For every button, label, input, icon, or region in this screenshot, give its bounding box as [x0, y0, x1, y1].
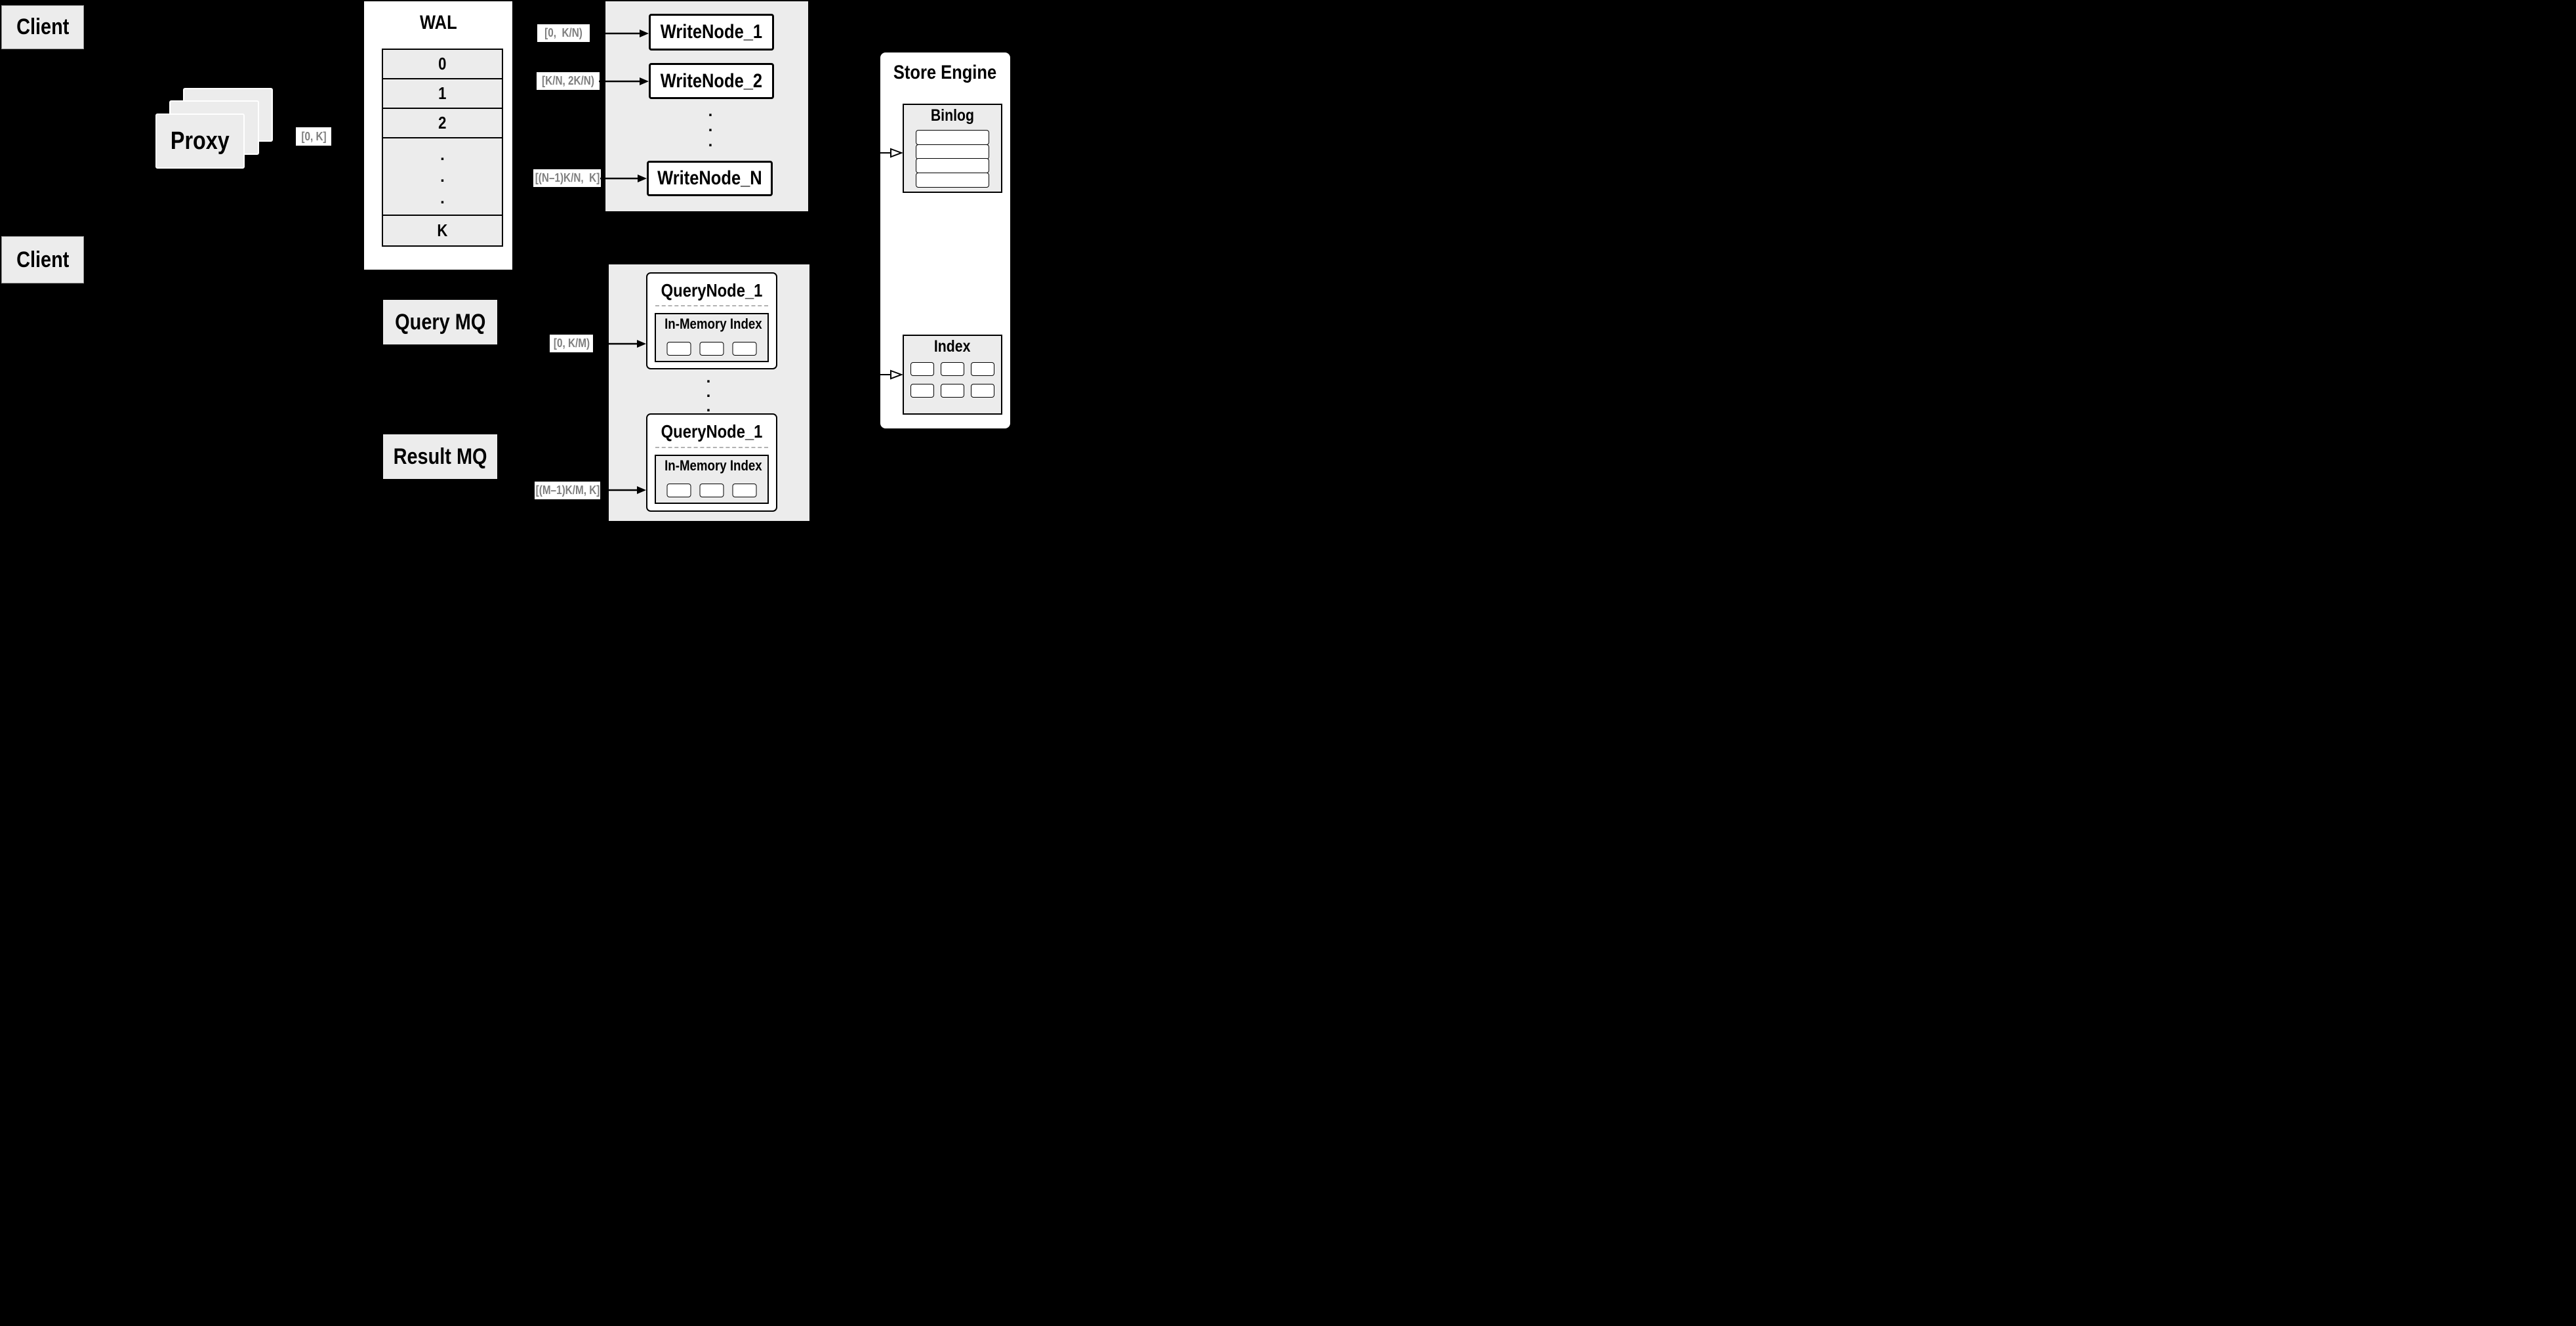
wal-title: WAL: [419, 12, 457, 33]
proxy-box: Proxy: [155, 114, 245, 169]
client-bottom-label: Client: [16, 247, 70, 272]
querynode-2-cells: [666, 484, 757, 497]
range-label-querynode-1: [0, K/M): [550, 335, 593, 352]
querynode-2-title-row: QueryNode_1: [647, 421, 776, 442]
client-bottom-box: Client: [1, 236, 84, 283]
range-label-querynode-1-text: [0, K/M): [553, 337, 590, 350]
store-engine-container: Store Engine Binlog Index: [879, 51, 1012, 430]
writenode-n-label: WriteNode_N: [657, 167, 762, 189]
index-cell: [941, 362, 964, 376]
client-top-box: Client: [1, 5, 84, 49]
binlog-title: Binlog: [930, 106, 975, 125]
range-label-querynode-2-text: [(M–1)K/M, K]: [535, 484, 600, 497]
range-label-writenode-1-text: [0, K/N): [544, 26, 583, 39]
writenode-2-box: WriteNode_2: [649, 63, 774, 99]
proxy-label: Proxy: [171, 127, 230, 155]
index-cell: [971, 362, 994, 376]
writenode-1-box: WriteNode_1: [649, 14, 774, 51]
wal-row-k: K: [383, 216, 502, 245]
writenode-1-label: WriteNode_1: [660, 21, 763, 43]
query-mq-label: Query MQ: [394, 309, 486, 335]
querynode-1-inmemory-title-row: In-Memory Index: [656, 316, 767, 333]
range-label-writenode-n: [(N–1)K/N, K]: [533, 169, 601, 187]
wal-segment-table: 0 1 2 . . . K: [382, 49, 503, 247]
result-mq-label: Result MQ: [393, 444, 487, 469]
wal-row-2-label: 2: [438, 113, 447, 133]
arrow-writenode-2: [599, 77, 649, 85]
querynode-2-inmemory-box: In-Memory Index: [655, 455, 769, 504]
arrow-index: [865, 369, 903, 380]
result-mq-box: Result MQ: [383, 434, 497, 479]
arrow-writenode-n: [600, 175, 647, 182]
index-box: Index: [903, 335, 1002, 415]
wal-ellipsis-dots: . . .: [440, 146, 445, 207]
binlog-row: [916, 130, 989, 145]
wal-row-2: 2: [383, 109, 502, 138]
querynode-1-box: QueryNode_1 In-Memory Index: [646, 272, 777, 369]
inmemory-cell: [732, 484, 757, 497]
querynode-1-cells: [666, 342, 757, 356]
wal-row-1: 1: [383, 79, 502, 109]
range-label-querynode-2: [(M–1)K/M, K]: [535, 482, 600, 499]
binlog-row: [916, 144, 989, 159]
index-cell: [910, 384, 934, 398]
index-cells: [910, 362, 994, 398]
arrow-binlog: [865, 148, 903, 158]
range-label-writenode-2: [K/N, 2K/N): [537, 72, 600, 90]
querynode-ellipsis-dots: . . .: [706, 369, 711, 415]
index-cell: [971, 384, 994, 398]
writenode-2-label: WriteNode_2: [660, 70, 763, 92]
index-title: Index: [934, 337, 971, 356]
binlog-row: [916, 158, 989, 173]
wal-row-0: 0: [383, 50, 502, 79]
wal-row-0-label: 0: [438, 54, 447, 73]
index-title-row: Index: [904, 337, 1001, 356]
architecture-diagram: Client Client Proxy [0, K] WAL 0 1 2 . .…: [0, 0, 1029, 529]
arrow-querynode-1: [593, 340, 646, 348]
range-label-proxy-wal-text: [0, K]: [300, 129, 327, 143]
arrow-writenode-1: [590, 30, 649, 37]
inmemory-cell: [732, 342, 757, 356]
querynode-1-inmemory-title: In-Memory Index: [664, 316, 762, 332]
query-mq-box: Query MQ: [383, 300, 497, 344]
wal-title-row: WAL: [364, 12, 512, 34]
querynode-1-label: QueryNode_1: [661, 280, 763, 300]
store-engine-title: Store Engine: [893, 62, 997, 83]
querynode-2-inmemory-title: In-Memory Index: [664, 457, 762, 474]
binlog-row: [916, 172, 989, 188]
inmemory-cell: [699, 342, 724, 356]
range-label-proxy-wal: [0, K]: [296, 127, 331, 146]
store-engine-title-row: Store Engine: [880, 62, 1010, 84]
querynode-2-box: QueryNode_1 In-Memory Index: [646, 413, 777, 512]
querynode-1-title-row: QueryNode_1: [647, 280, 776, 301]
wal-row-ellipsis: . . .: [383, 138, 502, 216]
binlog-box: Binlog: [903, 104, 1002, 193]
writenode-ellipsis-dots: . . .: [708, 102, 713, 150]
index-cell: [910, 362, 934, 376]
inmemory-cell: [666, 484, 691, 497]
querynode-1-divider: [655, 305, 768, 306]
querynode-2-inmemory-title-row: In-Memory Index: [656, 457, 767, 474]
range-label-writenode-1: [0, K/N): [537, 24, 590, 42]
wal-container: WAL 0 1 2 . . . K: [364, 1, 512, 270]
inmemory-cell: [699, 484, 724, 497]
arrow-querynode-2: [600, 486, 646, 494]
binlog-rows: [916, 130, 989, 188]
querynode-2-label: QueryNode_1: [661, 421, 763, 442]
querynode-1-inmemory-box: In-Memory Index: [655, 313, 769, 362]
wal-row-1-label: 1: [438, 83, 447, 103]
writenode-n-box: WriteNode_N: [647, 161, 773, 196]
range-label-writenode-n-text: [(N–1)K/N, K]: [535, 171, 600, 184]
range-label-writenode-2-text: [K/N, 2K/N): [542, 74, 594, 87]
binlog-title-row: Binlog: [904, 106, 1001, 125]
inmemory-cell: [666, 342, 691, 356]
wal-row-k-label: K: [437, 220, 448, 240]
querynode-2-divider: [655, 447, 768, 448]
index-cell: [941, 384, 964, 398]
client-top-label: Client: [16, 14, 70, 39]
